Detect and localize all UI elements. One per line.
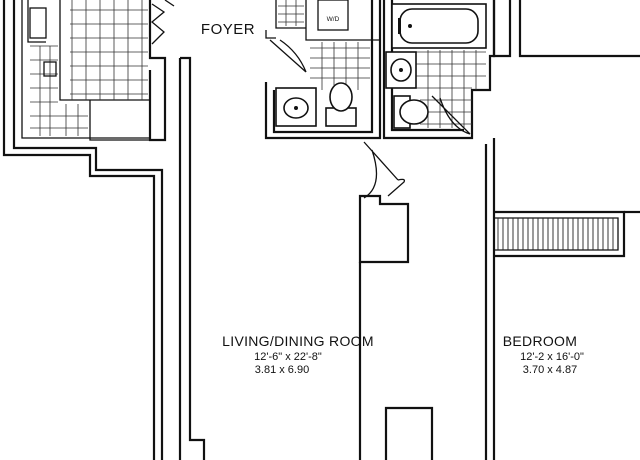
kitchen-tile-grid	[30, 0, 148, 136]
kitchen-area	[2, 0, 175, 460]
living-dining-label-group: LIVING/DINING ROOM 12'-6" x 22'-8" 3.81 …	[222, 333, 374, 376]
bath-two-sink-icon	[385, 51, 417, 89]
washer-dryer-closet	[317, 0, 349, 31]
bedroom-imperial-dims: 12'-2 x 16'-0"	[520, 351, 584, 363]
bath-one-toilet-icon	[325, 82, 357, 127]
bath-one-door	[269, 39, 307, 73]
bathtub-icon	[391, 3, 487, 49]
closet-shelf-hatch	[497, 218, 614, 250]
hall-walls	[358, 141, 434, 460]
bedroom-door	[363, 141, 406, 199]
bedroom-label-group: BEDROOM 12'-2 x 16'-0" 3.70 x 4.87	[503, 333, 584, 376]
bedroom-metric-dims: 3.70 x 4.87	[523, 364, 577, 376]
living-dining-metric-dims: 3.81 x 6.90	[255, 364, 309, 376]
bath-two-door	[431, 95, 471, 135]
bath-two	[382, 0, 496, 140]
living-dining-imperial-dims: 12'-6" x 22'-8"	[254, 351, 322, 363]
living-dining-room-name: LIVING/DINING ROOM	[222, 333, 374, 349]
bath-one: W/D	[264, 0, 382, 140]
bedroom-walls	[484, 0, 640, 460]
kitchen-bifold-door	[150, 3, 166, 45]
foyer-label: FOYER	[201, 21, 255, 38]
living-dining-walls	[178, 30, 276, 460]
bath-two-toilet-icon	[393, 95, 429, 129]
bath-one-sink-icon	[275, 87, 317, 127]
washer-dryer-label: W/D	[327, 16, 340, 23]
bedroom-room-name: BEDROOM	[503, 333, 577, 349]
